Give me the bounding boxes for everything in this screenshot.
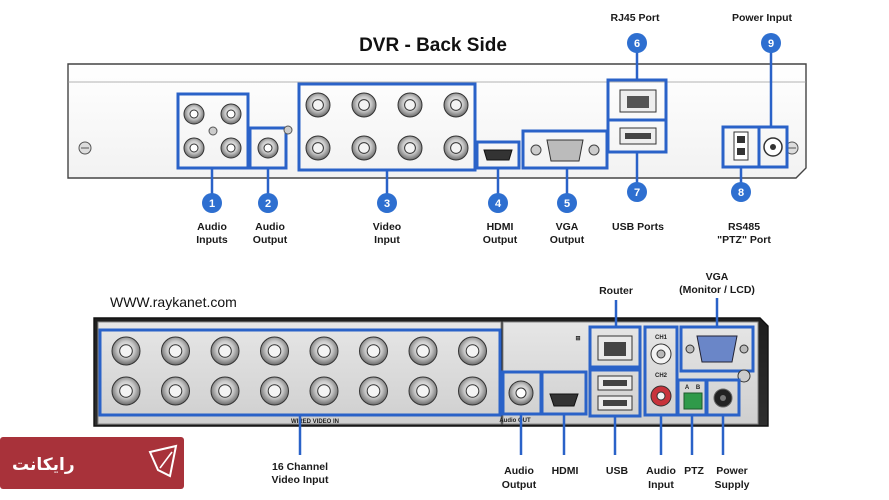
svg-text:⊞: ⊞ — [575, 336, 580, 342]
bnc-pin — [119, 384, 133, 398]
label-audio-inputs-2: Inputs — [196, 234, 228, 246]
bnc-pin — [312, 99, 324, 111]
label-vga-2: (Monitor / LCD) — [679, 284, 755, 296]
top-bnc-connectors — [305, 92, 469, 161]
label-audio-inputs-1: Audio — [197, 221, 227, 233]
number-badge — [731, 182, 751, 202]
bnc-pin — [218, 344, 232, 358]
label-vga-1: VGA — [706, 271, 729, 283]
bnc-pin — [168, 344, 183, 358]
label-bottom-audio-output-2: Output — [502, 479, 537, 491]
number-badge-label: 9 — [768, 38, 774, 50]
bnc-pin — [312, 142, 324, 154]
bnc-pin — [450, 99, 462, 111]
label-audio-output-1: Audio — [255, 221, 285, 233]
top-labels: Audio Inputs Audio Output Video Input HD… — [196, 221, 771, 246]
number-badge-label: 3 — [384, 198, 390, 210]
bnc-pin — [404, 142, 416, 154]
label-bottom-audio-output-1: Audio — [504, 465, 534, 477]
number-badge — [557, 193, 577, 213]
bottom-audio-input-group: CH1 CH2 — [643, 325, 679, 417]
bnc-pin — [267, 384, 282, 398]
number-badge — [761, 33, 781, 53]
number-badge-label: 1 — [209, 198, 215, 210]
power-input-group — [757, 125, 789, 169]
ch1-print: CH1 — [655, 335, 668, 341]
label-audio-output-2: Output — [253, 234, 288, 246]
bnc-pin — [465, 344, 480, 358]
label-video-input-2: Input — [374, 234, 400, 246]
label-power-input: Power Input — [732, 12, 793, 24]
label-rs485-2: "PTZ" Port — [717, 234, 771, 246]
number-badge-label: 7 — [634, 187, 640, 199]
bottom-labels: 16 Channel Video Input Audio Output HDMI… — [272, 461, 750, 491]
label-16-channel-2: Video Input — [272, 474, 329, 486]
bnc-pin — [358, 99, 370, 111]
top-title: DVR - Back Side — [359, 35, 507, 56]
number-badge-label: 5 — [564, 198, 570, 210]
label-vga-output-1: VGA — [556, 221, 579, 233]
bnc-pin — [317, 384, 331, 398]
label-vga-output-2: Output — [550, 234, 585, 246]
label-router: Router — [599, 285, 633, 297]
bnc-pin — [465, 384, 480, 398]
bottom-video-plate — [97, 321, 502, 425]
bnc-pin — [119, 344, 133, 358]
label-bottom-audio-input-2: Input — [648, 479, 674, 491]
number-badge-label: 8 — [738, 187, 744, 199]
usb-ports-group — [606, 118, 668, 154]
number-badge — [202, 193, 222, 213]
screw-icon — [78, 141, 92, 155]
label-video-input-1: Video — [373, 221, 401, 233]
number-badge — [627, 33, 647, 53]
number-badge-label: 2 — [265, 198, 271, 210]
number-badges: 1 2 3 4 5 6 7 8 9 — [202, 33, 781, 213]
bnc-pin — [218, 384, 232, 398]
b-print: B — [696, 385, 701, 391]
bnc-pin — [416, 344, 430, 358]
label-bottom-usb: USB — [606, 465, 629, 477]
website-text: WWW.raykanet.com — [110, 294, 237, 310]
bnc-pin — [366, 344, 381, 358]
bottom-vga-group — [679, 325, 755, 383]
number-badge — [627, 182, 647, 202]
number-badge — [488, 193, 508, 213]
logo-text: رایکانت — [12, 455, 75, 475]
label-usb-ports: USB Ports — [612, 221, 664, 233]
label-hdmi-output-1: HDMI — [487, 221, 514, 233]
bnc-pin — [404, 99, 416, 111]
label-bottom-hdmi: HDMI — [552, 465, 579, 477]
audio-out-print: Audio OUT — [499, 418, 531, 424]
bnc-pin — [267, 344, 282, 358]
bnc-pin — [416, 384, 430, 398]
bottom-router-group: ⊞ — [575, 325, 642, 369]
bottom-callout-lines — [298, 298, 725, 455]
bottom-usb-group — [588, 368, 642, 418]
label-bottom-audio-input-1: Audio — [646, 465, 676, 477]
number-badge — [377, 193, 397, 213]
bnc-pin — [168, 384, 183, 398]
number-badge — [258, 193, 278, 213]
wired-video-in-print: WIRED VIDEO IN — [291, 419, 339, 425]
label-bottom-power-supply-1: Power — [716, 465, 748, 477]
number-badge-label: 4 — [495, 198, 502, 210]
bnc-pin — [450, 142, 462, 154]
bnc-pin — [358, 142, 370, 154]
bnc-pin — [366, 384, 381, 398]
label-hdmi-output-2: Output — [483, 234, 518, 246]
label-bottom-ptz: PTZ — [684, 465, 704, 477]
label-rs485-1: RS485 — [728, 221, 760, 233]
top-callout-lines — [210, 50, 773, 196]
bnc-pin — [317, 344, 331, 358]
label-rj45-port: RJ45 Port — [610, 12, 660, 24]
raykanet-logo: رایکانت — [0, 437, 184, 489]
bottom-bnc-connectors — [111, 336, 487, 406]
a-print: A — [685, 385, 690, 391]
label-16-channel-1: 16 Channel — [272, 461, 328, 473]
ch2-print: CH2 — [655, 373, 668, 379]
label-bottom-power-supply-2: Supply — [714, 479, 749, 491]
number-badge-label: 6 — [634, 38, 640, 50]
